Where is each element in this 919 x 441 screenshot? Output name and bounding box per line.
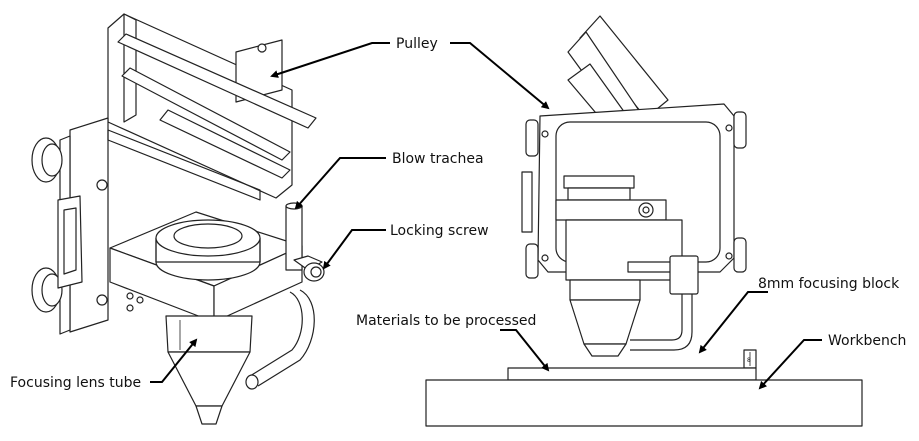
leader-pulley-right [450, 42, 550, 110]
left-lens-tube [165, 315, 253, 425]
leader-lines [150, 42, 822, 390]
right-lens-holder [555, 175, 683, 281]
material-plate [507, 367, 757, 381]
leader-workbench [758, 339, 822, 390]
right-blow-trachea [630, 255, 699, 351]
leader-materials [500, 329, 550, 372]
left-lens-holder [155, 219, 261, 281]
left-mirror-slats [117, 33, 317, 179]
left-laser-head-drawing [31, 13, 325, 425]
label-focusing-lens-tube: Focusing lens tube [10, 375, 141, 391]
label-blow-trachea: Blow trachea [392, 151, 484, 167]
left-inner-frame [107, 129, 261, 201]
leader-lens-tube [150, 338, 198, 383]
label-workbench: Workbench [828, 333, 906, 349]
label-materials: Materials to be processed [356, 313, 536, 329]
left-blow-trachea [245, 202, 315, 390]
workbench-block [425, 379, 863, 427]
label-focusing-block: 8mm focusing block [758, 276, 900, 292]
label-locking-screw: Locking screw [390, 223, 489, 239]
leader-locking-screw [322, 229, 386, 270]
leader-blow-trachea [294, 157, 386, 210]
left-locking-screw [293, 255, 325, 282]
right-focusing-block: 8 [743, 349, 757, 369]
right-nozzle [569, 279, 641, 357]
leader-focusing-block [698, 291, 768, 354]
leader-pulley-left [270, 42, 390, 78]
right-laser-head-drawing: 8 [425, 15, 863, 427]
label-pulley: Pulley [396, 36, 438, 52]
block-dimension: 8 [747, 357, 751, 364]
